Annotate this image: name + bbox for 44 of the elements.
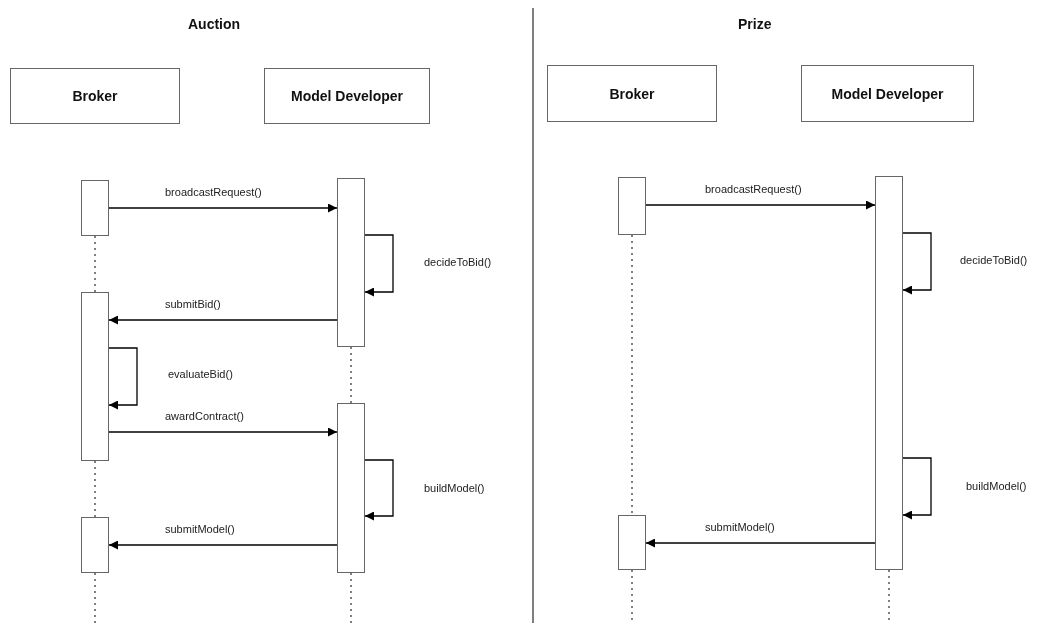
message-arrow <box>108 203 338 213</box>
panel-heading: Auction <box>188 16 241 32</box>
edge-label: decideToBid() <box>424 256 492 268</box>
edge-label: evaluateBid() <box>168 368 233 380</box>
activation-bar <box>81 180 109 236</box>
edge-label: decideToBid() <box>960 254 1028 266</box>
message-arrow <box>108 540 338 550</box>
participant-box: Model Developer <box>801 65 974 122</box>
edge-label: submitModel() <box>165 523 235 535</box>
message-arrow <box>645 200 876 210</box>
activation-bar <box>618 177 646 235</box>
activation-bar <box>337 403 365 573</box>
edge-label: broadcastRequest() <box>165 186 262 198</box>
message-arrow <box>108 315 338 325</box>
edge-label: awardContract() <box>165 410 244 422</box>
lifeline <box>350 572 352 623</box>
participant-box: Broker <box>547 65 717 122</box>
edge-label: broadcastRequest() <box>705 183 802 195</box>
lifeline <box>888 569 890 623</box>
lifeline <box>631 234 633 516</box>
self-message-arrow <box>108 347 138 410</box>
activation-bar <box>81 292 109 461</box>
self-message-arrow <box>902 457 932 520</box>
panel-heading: Prize <box>738 16 772 32</box>
activation-bar <box>81 517 109 573</box>
message-arrow <box>108 427 338 437</box>
lifeline <box>94 572 96 623</box>
lifeline <box>631 569 633 623</box>
self-message-arrow <box>364 234 394 297</box>
activation-bar <box>618 515 646 570</box>
edge-label: buildModel() <box>966 480 1027 492</box>
message-arrow <box>645 538 876 548</box>
lifeline <box>350 346 352 404</box>
activation-bar <box>337 178 365 347</box>
lifeline <box>94 235 96 293</box>
lifeline <box>94 460 96 518</box>
self-message-arrow <box>902 232 932 295</box>
edge-label: submitModel() <box>705 521 775 533</box>
self-message-arrow <box>364 459 394 521</box>
edge-label: buildModel() <box>424 482 485 494</box>
activation-bar <box>875 176 903 570</box>
edge-label: submitBid() <box>165 298 221 310</box>
participant-box: Model Developer <box>264 68 430 124</box>
participant-box: Broker <box>10 68 180 124</box>
